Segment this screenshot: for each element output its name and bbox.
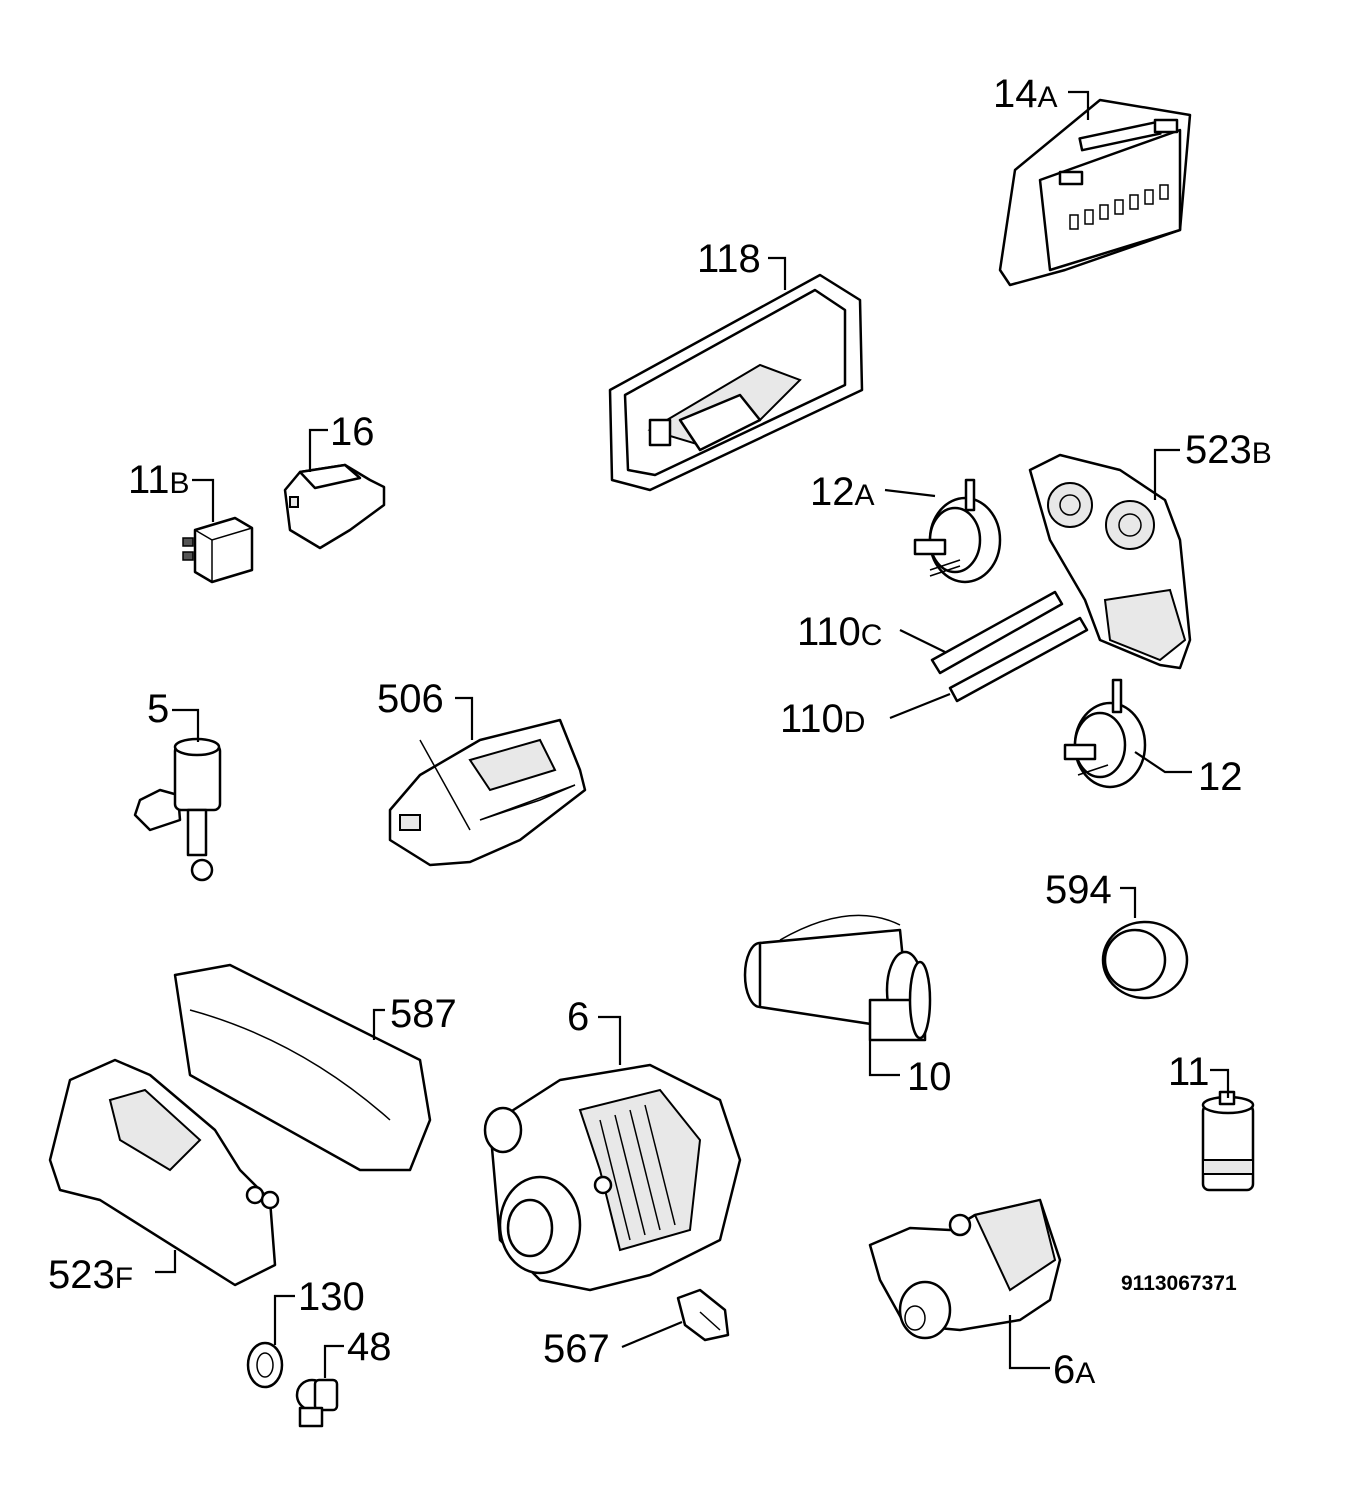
label-523b: 523B: [1153, 428, 1272, 500]
svg-text:6A: 6A: [1053, 1348, 1095, 1392]
part-6-circulation-pump[interactable]: [483, 1063, 742, 1292]
label-110c: 110C: [797, 610, 946, 654]
label-587: 587: [372, 992, 457, 1040]
svg-text:130: 130: [298, 1275, 365, 1319]
label-12: 12: [1134, 751, 1243, 799]
svg-text:12A: 12A: [810, 470, 875, 514]
part-506-dispenser[interactable]: [388, 718, 587, 867]
svg-text:10: 10: [907, 1055, 952, 1099]
svg-text:14A: 14A: [993, 72, 1058, 116]
part-594-cap[interactable]: [1101, 920, 1189, 1000]
svg-text:523F: 523F: [48, 1253, 133, 1297]
svg-text:6: 6: [567, 995, 589, 1039]
label-118: 118: [697, 237, 787, 290]
svg-text:118: 118: [697, 237, 761, 281]
label-506: 506: [377, 677, 474, 740]
svg-text:16: 16: [330, 410, 375, 454]
svg-text:506: 506: [377, 677, 444, 721]
label-6a: 6A: [1008, 1315, 1095, 1392]
part-587-cover[interactable]: [173, 963, 432, 1172]
svg-text:523B: 523B: [1185, 428, 1272, 472]
label-16: 16: [308, 410, 375, 472]
drawing-code: 9113067371: [1121, 1272, 1237, 1295]
label-11b: 11B: [128, 458, 215, 522]
part-110d-hose[interactable]: [948, 616, 1089, 703]
label-523f: 523F: [48, 1250, 177, 1297]
svg-text:11: 11: [1168, 1050, 1210, 1094]
svg-text:587: 587: [390, 992, 457, 1036]
svg-text:110D: 110D: [780, 697, 865, 741]
label-110d: 110D: [780, 692, 951, 741]
part-11-capacitor[interactable]: [1201, 1090, 1255, 1192]
svg-text:11B: 11B: [128, 458, 190, 502]
svg-text:594: 594: [1045, 868, 1112, 912]
label-567: 567: [543, 1320, 683, 1371]
label-11: 11: [1168, 1050, 1230, 1098]
part-14a-electronic-module[interactable]: [998, 98, 1192, 287]
label-5: 5: [147, 687, 200, 742]
svg-text:110C: 110C: [797, 610, 882, 654]
label-48: 48: [323, 1325, 392, 1378]
svg-text:12: 12: [1198, 755, 1243, 799]
label-594: 594: [1045, 868, 1137, 918]
svg-text:48: 48: [347, 1325, 392, 1369]
part-118-control-panel[interactable]: [608, 273, 864, 492]
label-12a: 12A: [810, 470, 936, 514]
part-10-heater[interactable]: [743, 914, 932, 1042]
part-11b-relay[interactable]: [182, 516, 254, 584]
part-12a-pressure-switch[interactable]: [913, 478, 1002, 584]
part-110c-hose[interactable]: [930, 590, 1064, 675]
part-523b-bracket[interactable]: [1028, 453, 1192, 670]
label-130: 130: [273, 1275, 365, 1345]
svg-text:567: 567: [543, 1327, 610, 1371]
part-5-valve[interactable]: [133, 737, 222, 882]
label-14a: 14A: [993, 72, 1090, 120]
part-6a-drain-pump[interactable]: [868, 1198, 1062, 1340]
part-130-seal[interactable]: [246, 1341, 284, 1389]
label-6: 6: [567, 995, 622, 1065]
svg-text:5: 5: [147, 687, 169, 731]
label-10: 10: [868, 1040, 952, 1099]
part-48-plug[interactable]: [295, 1378, 339, 1428]
part-523f-housing[interactable]: [48, 1058, 280, 1287]
part-12-pressure-switch[interactable]: [1063, 678, 1147, 789]
part-567-clip[interactable]: [676, 1288, 730, 1342]
part-16-switch[interactable]: [283, 463, 386, 550]
